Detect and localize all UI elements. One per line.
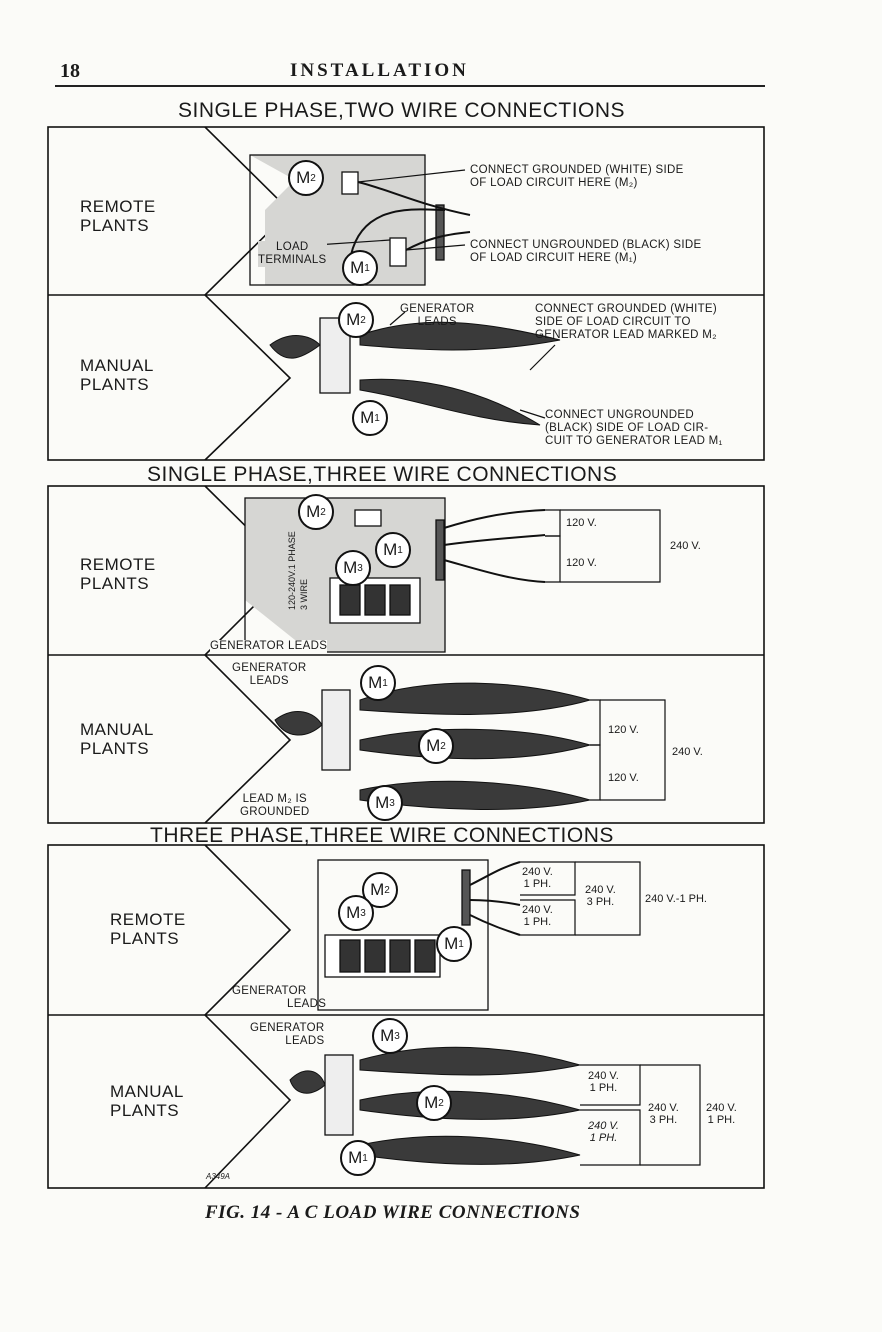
voltage-label: 240 V.3 PH. <box>585 884 616 908</box>
note-ungrounded-manual: CONNECT UNGROUNDED(BLACK) SIDE OF LOAD C… <box>545 409 723 447</box>
voltage-label: 240 V.1 PH. <box>588 1120 619 1144</box>
voltage-label: 120 V. <box>608 772 639 784</box>
voltage-label: 120 V. <box>608 724 639 736</box>
generator-leads-label: GENERATOR LEADS <box>210 640 328 653</box>
page-number: 18 <box>60 60 80 82</box>
voltage-label: 120 V. <box>566 517 597 529</box>
running-header: INSTALLATION <box>290 60 469 81</box>
voltage-label: 120 V. <box>566 557 597 569</box>
section-title-single-two: SINGLE PHASE,TWO WIRE CONNECTIONS <box>178 99 626 122</box>
header-rule <box>55 85 765 87</box>
voltage-label: 240 V. <box>672 746 703 758</box>
voltage-label: 240 V.-1 PH. <box>645 893 707 905</box>
voltage-label: 240 V. <box>670 540 701 552</box>
figure-code: A349A <box>206 1172 231 1181</box>
voltage-label: 240 V.1 PH. <box>706 1102 737 1126</box>
section-title-single-three: SINGLE PHASE,THREE WIRE CONNECTIONS <box>147 463 618 486</box>
note-grounded-manual: CONNECT GROUNDED (WHITE)SIDE OF LOAD CIR… <box>535 303 718 341</box>
voltage-label: 240 V.1 PH. <box>522 904 553 928</box>
voltage-label: 240 V.3 PH. <box>648 1102 679 1126</box>
voltage-label: 240 V.1 PH. <box>522 866 553 890</box>
section-title-three-three: THREE PHASE,THREE WIRE CONNECTIONS <box>150 824 614 847</box>
voltage-label: 240 V.1 PH. <box>588 1070 619 1094</box>
figure-caption: FIG. 14 - A C LOAD WIRE CONNECTIONS <box>205 1202 581 1223</box>
